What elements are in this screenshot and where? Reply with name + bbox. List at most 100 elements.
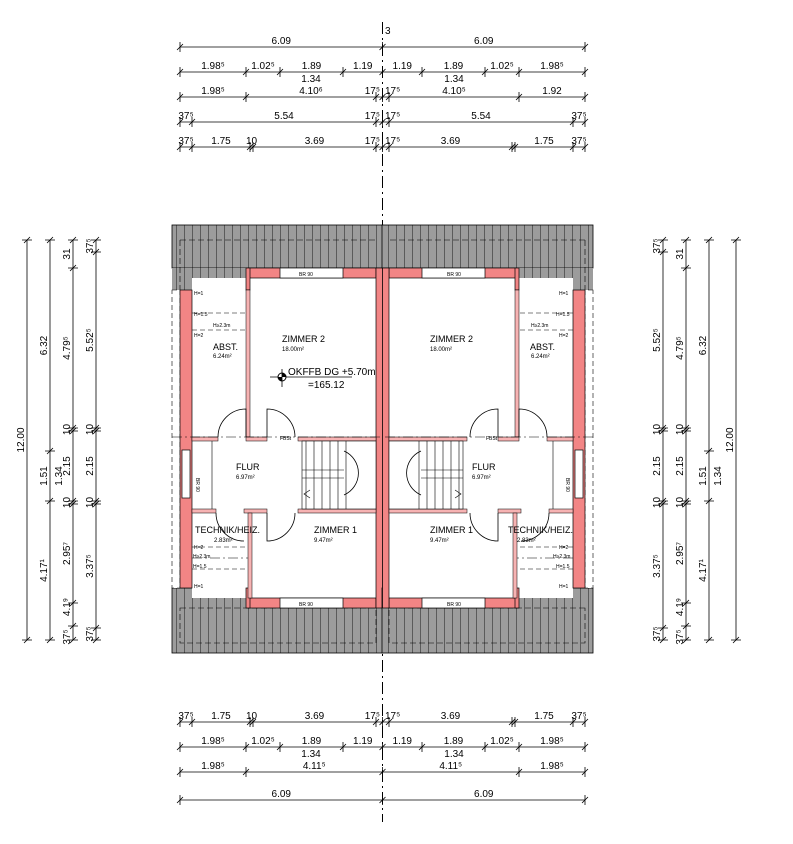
dimension-tick [242, 742, 250, 752]
dimension-tick [22, 636, 32, 644]
dimension-sublabel: 1.34 [301, 74, 321, 85]
roof-dashed [390, 239, 586, 290]
dimension-tick [581, 67, 589, 77]
dimension-label: 4.10⁶ [299, 86, 323, 97]
interior-wall [297, 508, 377, 514]
dimension-label: 37⁵ [571, 136, 586, 147]
dimension-tick [681, 236, 691, 244]
dimension-label: 4.17¹ [39, 558, 50, 581]
window-label: BR 90 [447, 602, 461, 608]
stair-curve [343, 450, 359, 496]
dimension-label: 1.19 [393, 61, 413, 72]
dimension-tick [569, 142, 577, 152]
room-name: FLUR [472, 462, 496, 472]
room-area: 6.97m² [236, 475, 255, 481]
dimension-tick [188, 142, 196, 152]
dimension-tick [176, 42, 184, 52]
dimension-tick [242, 67, 250, 77]
dimension-tick [681, 427, 691, 435]
dimension-label: 6.09 [272, 789, 292, 800]
dimension-tick [176, 742, 184, 752]
dimension-tick [581, 795, 589, 805]
dimension-label: 5.52⁵ [652, 328, 663, 352]
room-area: 18.00m² [282, 347, 304, 353]
dimension-tick [581, 92, 589, 102]
dimension-label: 3.69 [441, 711, 461, 722]
window-label: BR 90 [564, 478, 570, 492]
dimension-label: 1.98⁵ [540, 736, 564, 747]
dimension-label: 10 [246, 711, 258, 722]
interior-wall [546, 436, 574, 442]
dimension-tick [581, 42, 589, 52]
dimension-label: 1.89 [302, 736, 322, 747]
dimension-tick [45, 447, 55, 455]
dimension-label: 2.15 [652, 456, 663, 476]
interior-wall [191, 436, 219, 442]
dimension-tick [91, 248, 101, 256]
dimension-tick [276, 67, 284, 77]
outer-wall [572, 289, 586, 589]
dimension-tick [176, 67, 184, 77]
level-label: OKFFB DG +5.70m [288, 367, 376, 378]
dimension-tick [68, 500, 78, 508]
dimension-label: 1.98⁵ [201, 61, 225, 72]
dimension-tick [249, 717, 257, 727]
dimension-label: 17⁵ [365, 136, 380, 147]
dimension-label: 1.02⁵ [490, 61, 514, 72]
dimension-label: 2.15 [85, 456, 96, 476]
dimension-tick [658, 636, 668, 644]
dimension-tick [242, 92, 250, 102]
dimension-tick [731, 636, 741, 644]
roof-edge [171, 289, 181, 589]
party-wall [382, 267, 390, 609]
dimension-tick [385, 717, 393, 727]
dimension-label: 10 [62, 424, 73, 436]
dimension-tick [68, 264, 78, 272]
level-value: =165.12 [308, 380, 345, 391]
dimension-label: 37⁵ [571, 111, 586, 122]
height-label: H≥2.3m [553, 554, 570, 560]
dimension-tick [658, 427, 668, 435]
dimension-label: 17⁵ [365, 111, 380, 122]
dimension-tick [176, 92, 184, 102]
party-wall [375, 267, 383, 609]
stair-arrow-icon [454, 489, 462, 499]
axis-mark: 3 [385, 26, 391, 37]
dimension-label: 1.75 [534, 136, 554, 147]
dimension-label: 37⁵ [571, 711, 586, 722]
dimension-tick [481, 67, 489, 77]
dimension-label: 1.51 [39, 466, 50, 486]
dimension-tick [379, 142, 386, 152]
dimension-tick [68, 599, 78, 607]
interior-wall [512, 512, 518, 599]
interior-wall [388, 436, 468, 442]
interior-wall [247, 512, 253, 599]
dimension-tick [91, 427, 101, 435]
dimension-tick [731, 236, 741, 244]
dimension-tick [681, 599, 691, 607]
window-label: BR 90 [447, 272, 461, 278]
dimension-label: 3.69 [305, 711, 325, 722]
dimension-label: 37⁵ [62, 629, 73, 644]
interior-wall [497, 508, 522, 514]
dimension-label: 1.19 [353, 61, 373, 72]
dimension-label: 4.10⁵ [442, 86, 466, 97]
height-label: H=2 [194, 333, 204, 339]
interior-wall [514, 289, 520, 438]
dimension-label: 31 [62, 248, 73, 260]
dimension-tick [418, 67, 426, 77]
dimension-label: 1.98⁵ [201, 761, 225, 772]
dimension-tick [249, 142, 257, 152]
dimension-label: 3.69 [305, 136, 325, 147]
wall-corner [514, 267, 520, 291]
dimension-tick [418, 742, 426, 752]
dimension-tick [45, 636, 55, 644]
dimension-tick [658, 248, 668, 256]
dimension-tick [176, 767, 184, 777]
dimension-label: 37⁵ [178, 111, 193, 122]
dimension-tick [515, 767, 523, 777]
dimension-label: 2.95⁷ [675, 542, 686, 565]
dimension-tick [379, 742, 386, 752]
